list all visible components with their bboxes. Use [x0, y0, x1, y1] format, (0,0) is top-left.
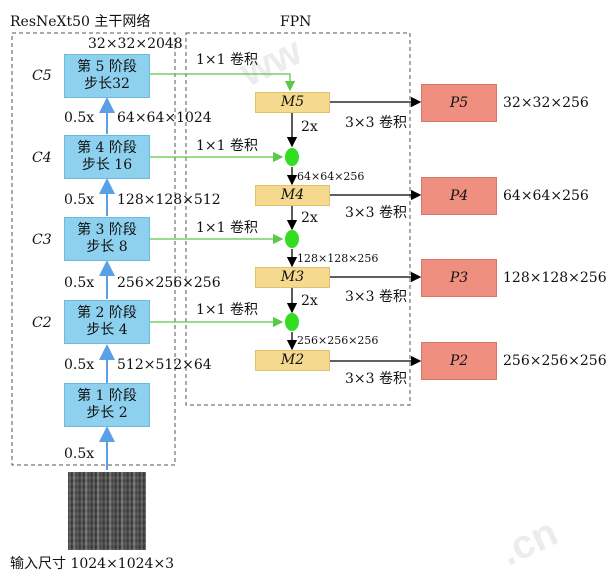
input-image	[68, 472, 146, 550]
c5-label: C5	[32, 68, 52, 84]
merge-size-label: 64×64×256	[297, 170, 365, 183]
output-conv-label: 3×3 卷积	[345, 371, 407, 387]
p2-node: P2	[421, 342, 497, 380]
p-size-label: 256×256×256	[503, 353, 607, 369]
upsample-label: 2x	[301, 210, 318, 226]
feature-size-label: 512×512×64	[117, 357, 212, 373]
m2-node: M2	[255, 350, 330, 371]
scale-label: 0.5x	[64, 275, 95, 291]
merge-node	[285, 313, 299, 331]
scale-label: 0.5x	[64, 192, 95, 208]
p5-node: P5	[421, 84, 497, 122]
lateral-conv-label: 1×1 卷积	[196, 220, 258, 236]
lateral-arrow	[150, 73, 296, 92]
feature-size-label: 64×64×1024	[117, 110, 212, 126]
output-conv-label: 3×3 卷积	[345, 289, 407, 305]
c2-label: C2	[32, 315, 52, 331]
stage-5-stride: 步长32	[84, 76, 130, 92]
merge-size-label: 256×256×256	[297, 334, 379, 347]
output-conv-label: 3×3 卷积	[345, 205, 407, 221]
stage-1-block: 第 1 阶段 步长 2	[64, 383, 150, 427]
backbone-title: ResNeXt50 主干网络	[10, 14, 151, 30]
feature-size-label: 32×32×2048	[88, 36, 183, 52]
stage-5-title: 第 5 阶段	[77, 59, 137, 75]
stage-3-title: 第 3 阶段	[77, 222, 137, 238]
merge-size-label: 128×128×256	[297, 252, 379, 265]
m5-node: M5	[255, 92, 330, 113]
lateral-conv-label: 1×1 卷积	[196, 138, 258, 154]
stage-2-title: 第 2 阶段	[77, 305, 137, 321]
p-size-label: 32×32×256	[503, 95, 589, 111]
backbone-frame	[11, 32, 176, 466]
stage-4-block: 第 4 阶段 步长 16	[64, 135, 150, 179]
upsample-label: 2x	[301, 293, 318, 309]
scale-label: 0.5x	[64, 357, 95, 373]
output-conv-label: 3×3 卷积	[345, 115, 407, 131]
lateral-conv-label: 1×1 卷积	[196, 52, 258, 68]
stage-3-block: 第 3 阶段 步长 8	[64, 217, 150, 261]
m3-node: M3	[255, 267, 330, 288]
p-size-label: 64×64×256	[503, 188, 589, 204]
merge-node	[285, 148, 299, 166]
upsample-label: 2x	[301, 119, 318, 135]
stage-3-stride: 步长 8	[86, 239, 128, 255]
stage-4-stride: 步长 16	[81, 157, 133, 173]
stage-1-stride: 步长 2	[86, 405, 128, 421]
fpn-frame	[185, 32, 411, 406]
c3-label: C3	[32, 232, 52, 248]
scale-label: 0.5x	[64, 446, 95, 462]
m4-node: M4	[255, 185, 330, 206]
scale-label: 0.5x	[64, 110, 95, 126]
fpn-title: FPN	[280, 14, 312, 30]
input-caption: 输入尺寸 1024×1024×3	[10, 556, 175, 572]
stage-5-block: 第 5 阶段 步长32	[64, 54, 150, 98]
p-size-label: 128×128×256	[503, 270, 607, 286]
stage-2-block: 第 2 阶段 步长 4	[64, 300, 150, 344]
p3-node: P3	[421, 259, 497, 297]
c4-label: C4	[32, 150, 52, 166]
feature-size-label: 128×128×512	[117, 192, 221, 208]
stage-4-title: 第 4 阶段	[77, 140, 137, 156]
lateral-conv-label: 1×1 卷积	[196, 302, 258, 318]
stage-2-stride: 步长 4	[86, 322, 128, 338]
feature-size-label: 256×256×256	[117, 275, 221, 291]
stage-1-title: 第 1 阶段	[77, 388, 137, 404]
merge-node	[285, 230, 299, 248]
p4-node: P4	[421, 177, 497, 215]
